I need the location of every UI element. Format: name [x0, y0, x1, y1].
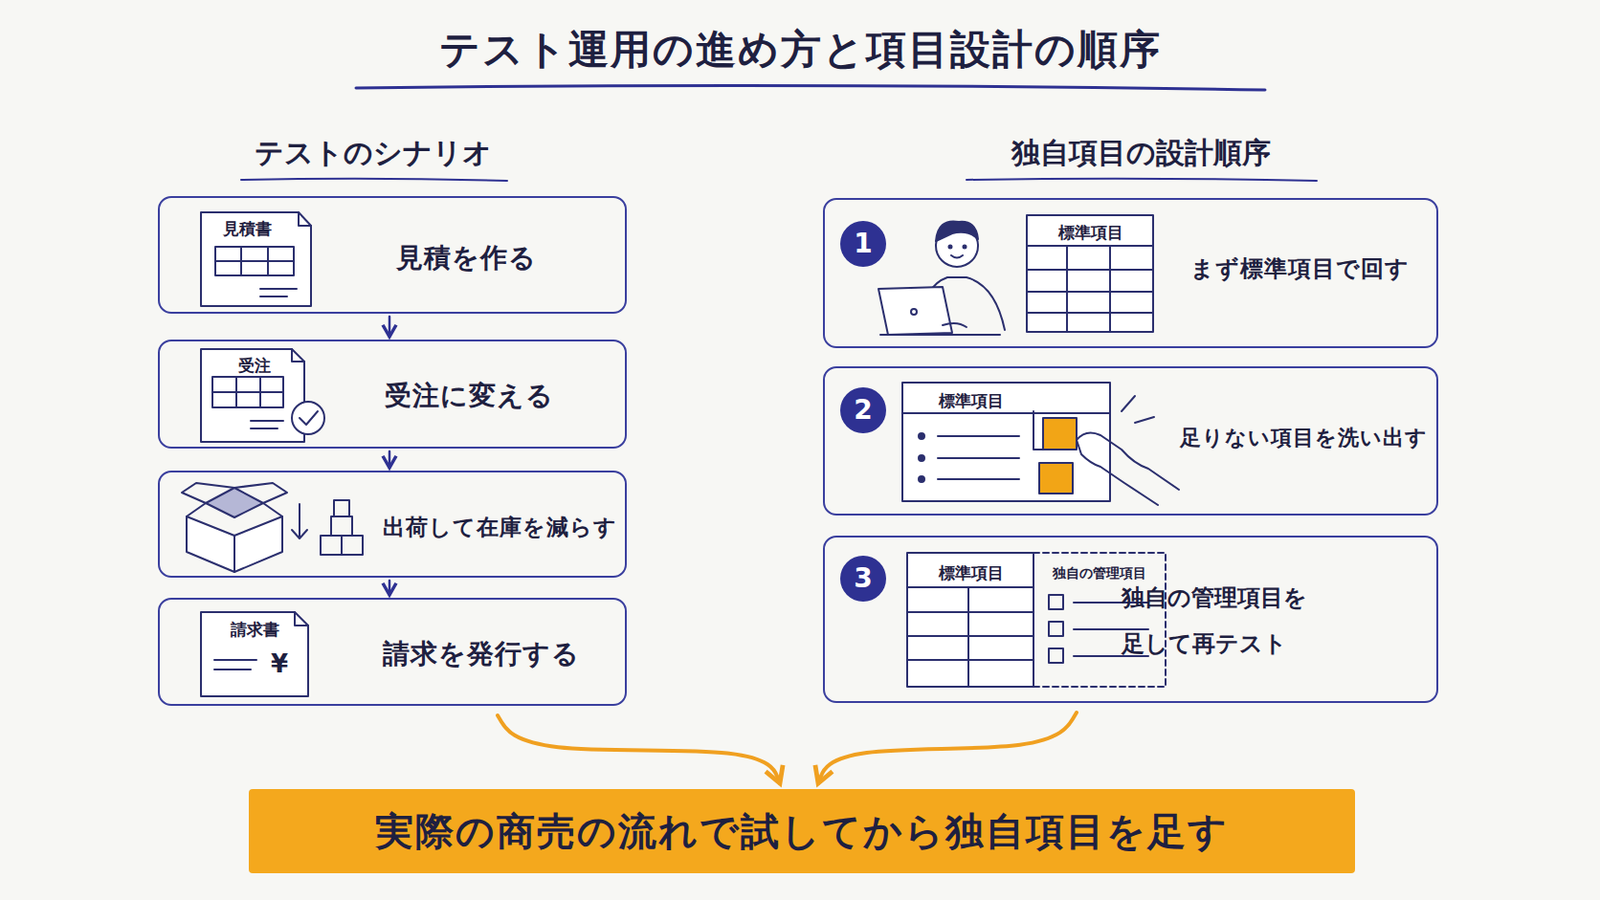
icon-label: 標準項目	[938, 563, 1004, 583]
process-box: 3 標準項目 独自の管理項目独自の管理項目を 足して再テスト	[822, 535, 1439, 704]
process-box: 受注受注に変える	[157, 339, 627, 449]
step-label: 足りない項目を洗い出す	[1179, 425, 1428, 451]
document-icon	[200, 349, 325, 443]
merge-arrow	[497, 715, 780, 784]
table-illustration	[902, 382, 1111, 502]
step-label: 見積を作る	[396, 242, 537, 275]
callout-number: 3	[840, 555, 887, 602]
icon-label: ¥	[270, 649, 289, 680]
icon-label: 標準項目	[938, 391, 1004, 411]
merge-arrow	[818, 712, 1077, 784]
process-box: 1 標準項目まず標準項目で回す	[822, 198, 1439, 349]
process-box: 出荷して在庫を減らす	[157, 470, 627, 578]
box-icon	[181, 483, 363, 573]
step-label: 独自の管理項目を 足して再テスト	[1121, 575, 1318, 667]
flow-arrow	[388, 580, 392, 596]
step-label: 請求を発行する	[382, 638, 580, 671]
icon-label: 受注	[238, 355, 271, 376]
title-underline	[355, 85, 1266, 90]
icon-label: 独自の管理項目	[1052, 565, 1147, 582]
icon-label: 標準項目	[1058, 222, 1124, 243]
heading-underline	[966, 178, 1317, 181]
process-box: 見積書見積を作る	[157, 196, 627, 314]
document-icon	[200, 612, 309, 697]
person-illustration	[878, 221, 1005, 335]
flow-arrow	[388, 451, 392, 468]
document-icon	[200, 212, 312, 307]
section-heading: 独自項目の設計順序	[1011, 133, 1271, 174]
process-box: 請求書 ¥ 請求を発行する	[157, 598, 627, 707]
title: テスト運用の進め方と項目設計の順序	[439, 22, 1162, 77]
table-illustration	[1026, 215, 1154, 333]
step-label: 実際の商売の流れで試してから独自項目を足す	[375, 808, 1229, 855]
flow-arrow	[388, 316, 392, 337]
callout-number: 2	[840, 387, 887, 434]
table-illustration	[907, 553, 1166, 688]
process-box: 2 標準項目足りない項目を洗い出す	[822, 366, 1439, 516]
hand-illustration	[1076, 396, 1179, 506]
heading-underline	[241, 178, 508, 181]
callout-number: 1	[840, 221, 887, 267]
section-heading: テストのシナリオ	[254, 133, 492, 174]
step-label: 出荷して在庫を減らす	[382, 513, 618, 541]
icon-label: 見積書	[222, 219, 272, 239]
summary-band: 実際の商売の流れで試してから独自項目を足す	[248, 789, 1356, 874]
step-label: 受注に変える	[384, 379, 555, 413]
icon-label: 請求書	[230, 620, 280, 640]
step-label: まず標準項目で回す	[1190, 255, 1410, 284]
